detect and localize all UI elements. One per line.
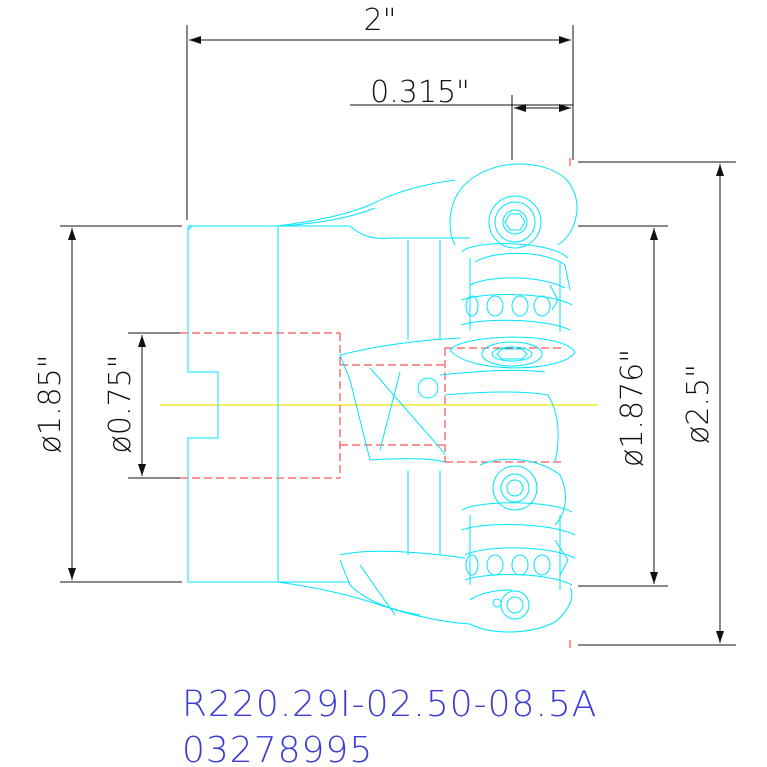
hidden-lines: [180, 158, 571, 648]
order-code: 03278995: [182, 730, 373, 767]
body-diameter-label: ø1.85": [33, 355, 68, 454]
part-number: R220.29I-02.50-08.5A: [182, 684, 597, 725]
overall-length-label: 2": [364, 3, 397, 38]
dimension-lines: [60, 25, 736, 646]
cutter-outline: [187, 163, 578, 633]
offset-label: 0.315": [370, 75, 470, 110]
pitch-diameter-label: ø1.876": [615, 349, 650, 467]
cutting-diameter-label: ø2.5": [681, 364, 716, 444]
bore-diameter-label: ø0.75": [103, 355, 138, 454]
